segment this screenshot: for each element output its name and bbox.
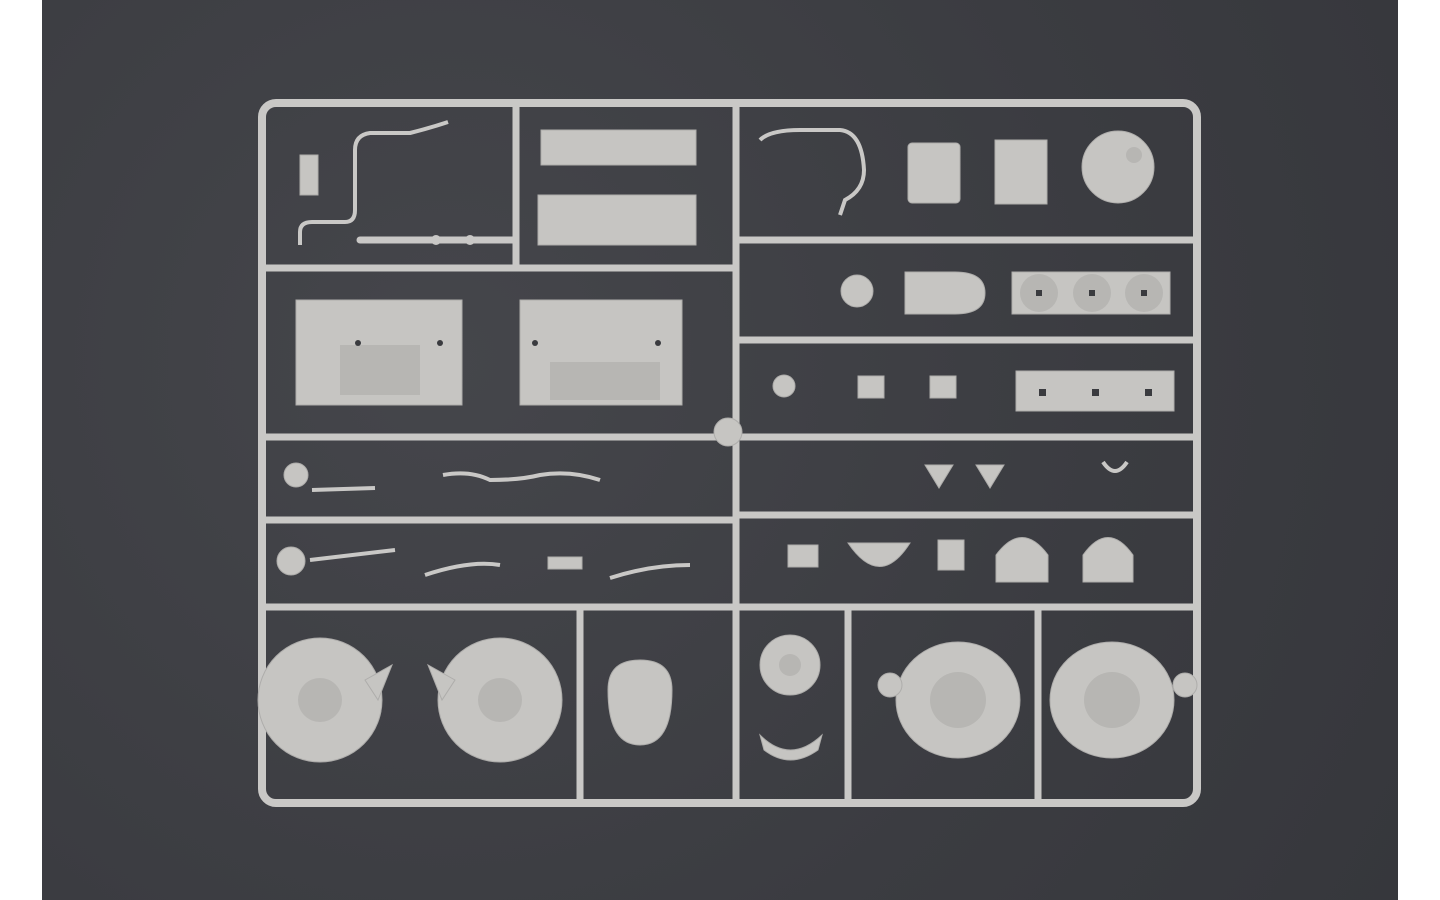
plate-part xyxy=(904,271,986,315)
round-dome-part xyxy=(1081,130,1155,204)
wheel-hub-right xyxy=(1049,641,1198,759)
semicircle-part xyxy=(607,659,673,746)
hatch-disc-right xyxy=(427,637,563,763)
box-part xyxy=(994,139,1048,205)
engine-block-left xyxy=(295,299,463,406)
wheel-hub-left xyxy=(877,641,1021,759)
engine-block-right xyxy=(519,299,683,406)
long-box-part xyxy=(537,194,697,246)
box-part xyxy=(907,142,961,204)
bracket-part xyxy=(995,537,1049,583)
small-block-part xyxy=(299,154,319,196)
bracket-part xyxy=(1082,537,1134,583)
photo-background xyxy=(42,0,1398,900)
sprue-hub xyxy=(713,417,743,447)
hatch-disc-left xyxy=(257,637,393,763)
long-box-part xyxy=(540,129,697,166)
